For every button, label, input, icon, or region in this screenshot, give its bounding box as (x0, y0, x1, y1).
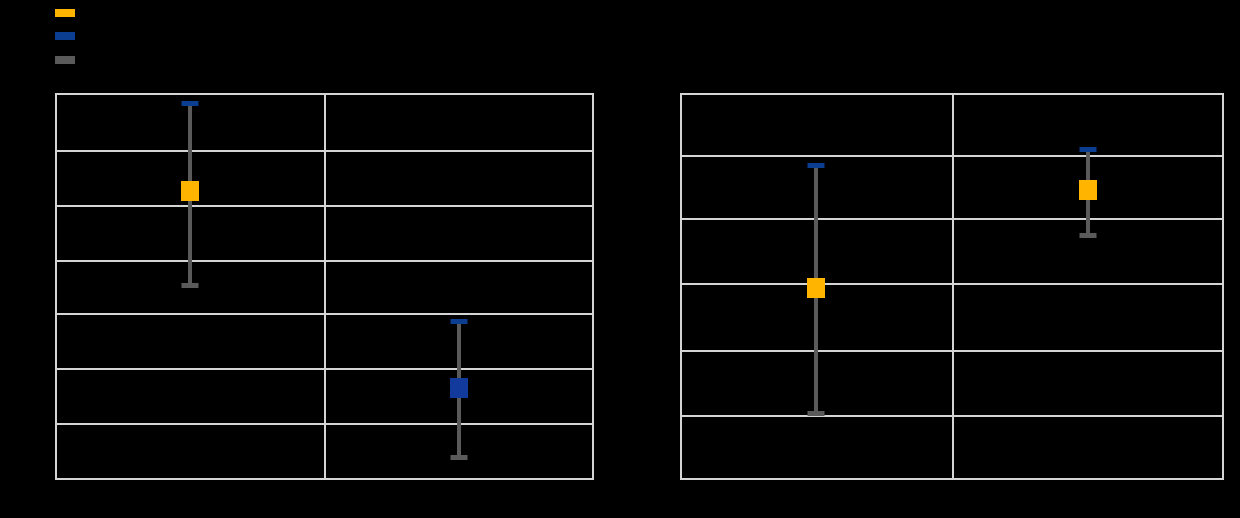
error-bar-marker (449, 319, 469, 460)
legend-swatch-blue (55, 32, 75, 40)
error-bar-upper-cap (450, 319, 468, 324)
legend-item-2 (55, 51, 83, 69)
error-bar-upper-cap (807, 163, 825, 168)
grid-line-vertical (324, 95, 326, 478)
error-bar-upper-cap (1079, 147, 1097, 152)
grid-line-vertical (952, 95, 954, 478)
error-bar-lower-cap (181, 283, 199, 288)
error-bar-lower-cap (450, 455, 468, 460)
legend-item-1 (55, 27, 83, 45)
right-panel (680, 93, 1224, 480)
left-panel (55, 93, 594, 480)
point-estimate-marker (450, 378, 468, 398)
error-bar-marker (180, 101, 200, 288)
legend-swatch-amber (55, 9, 75, 17)
error-bar-marker (806, 163, 826, 416)
point-estimate-marker (181, 181, 199, 201)
point-estimate-marker (1079, 180, 1097, 200)
point-estimate-marker (807, 278, 825, 298)
error-bar-marker (1078, 147, 1098, 238)
legend-swatch-gray (55, 56, 75, 64)
error-bar-lower-cap (807, 411, 825, 416)
error-bar-lower-cap (1079, 233, 1097, 238)
legend (0, 0, 300, 80)
error-bar-upper-cap (181, 101, 199, 106)
legend-item-0 (55, 4, 83, 22)
